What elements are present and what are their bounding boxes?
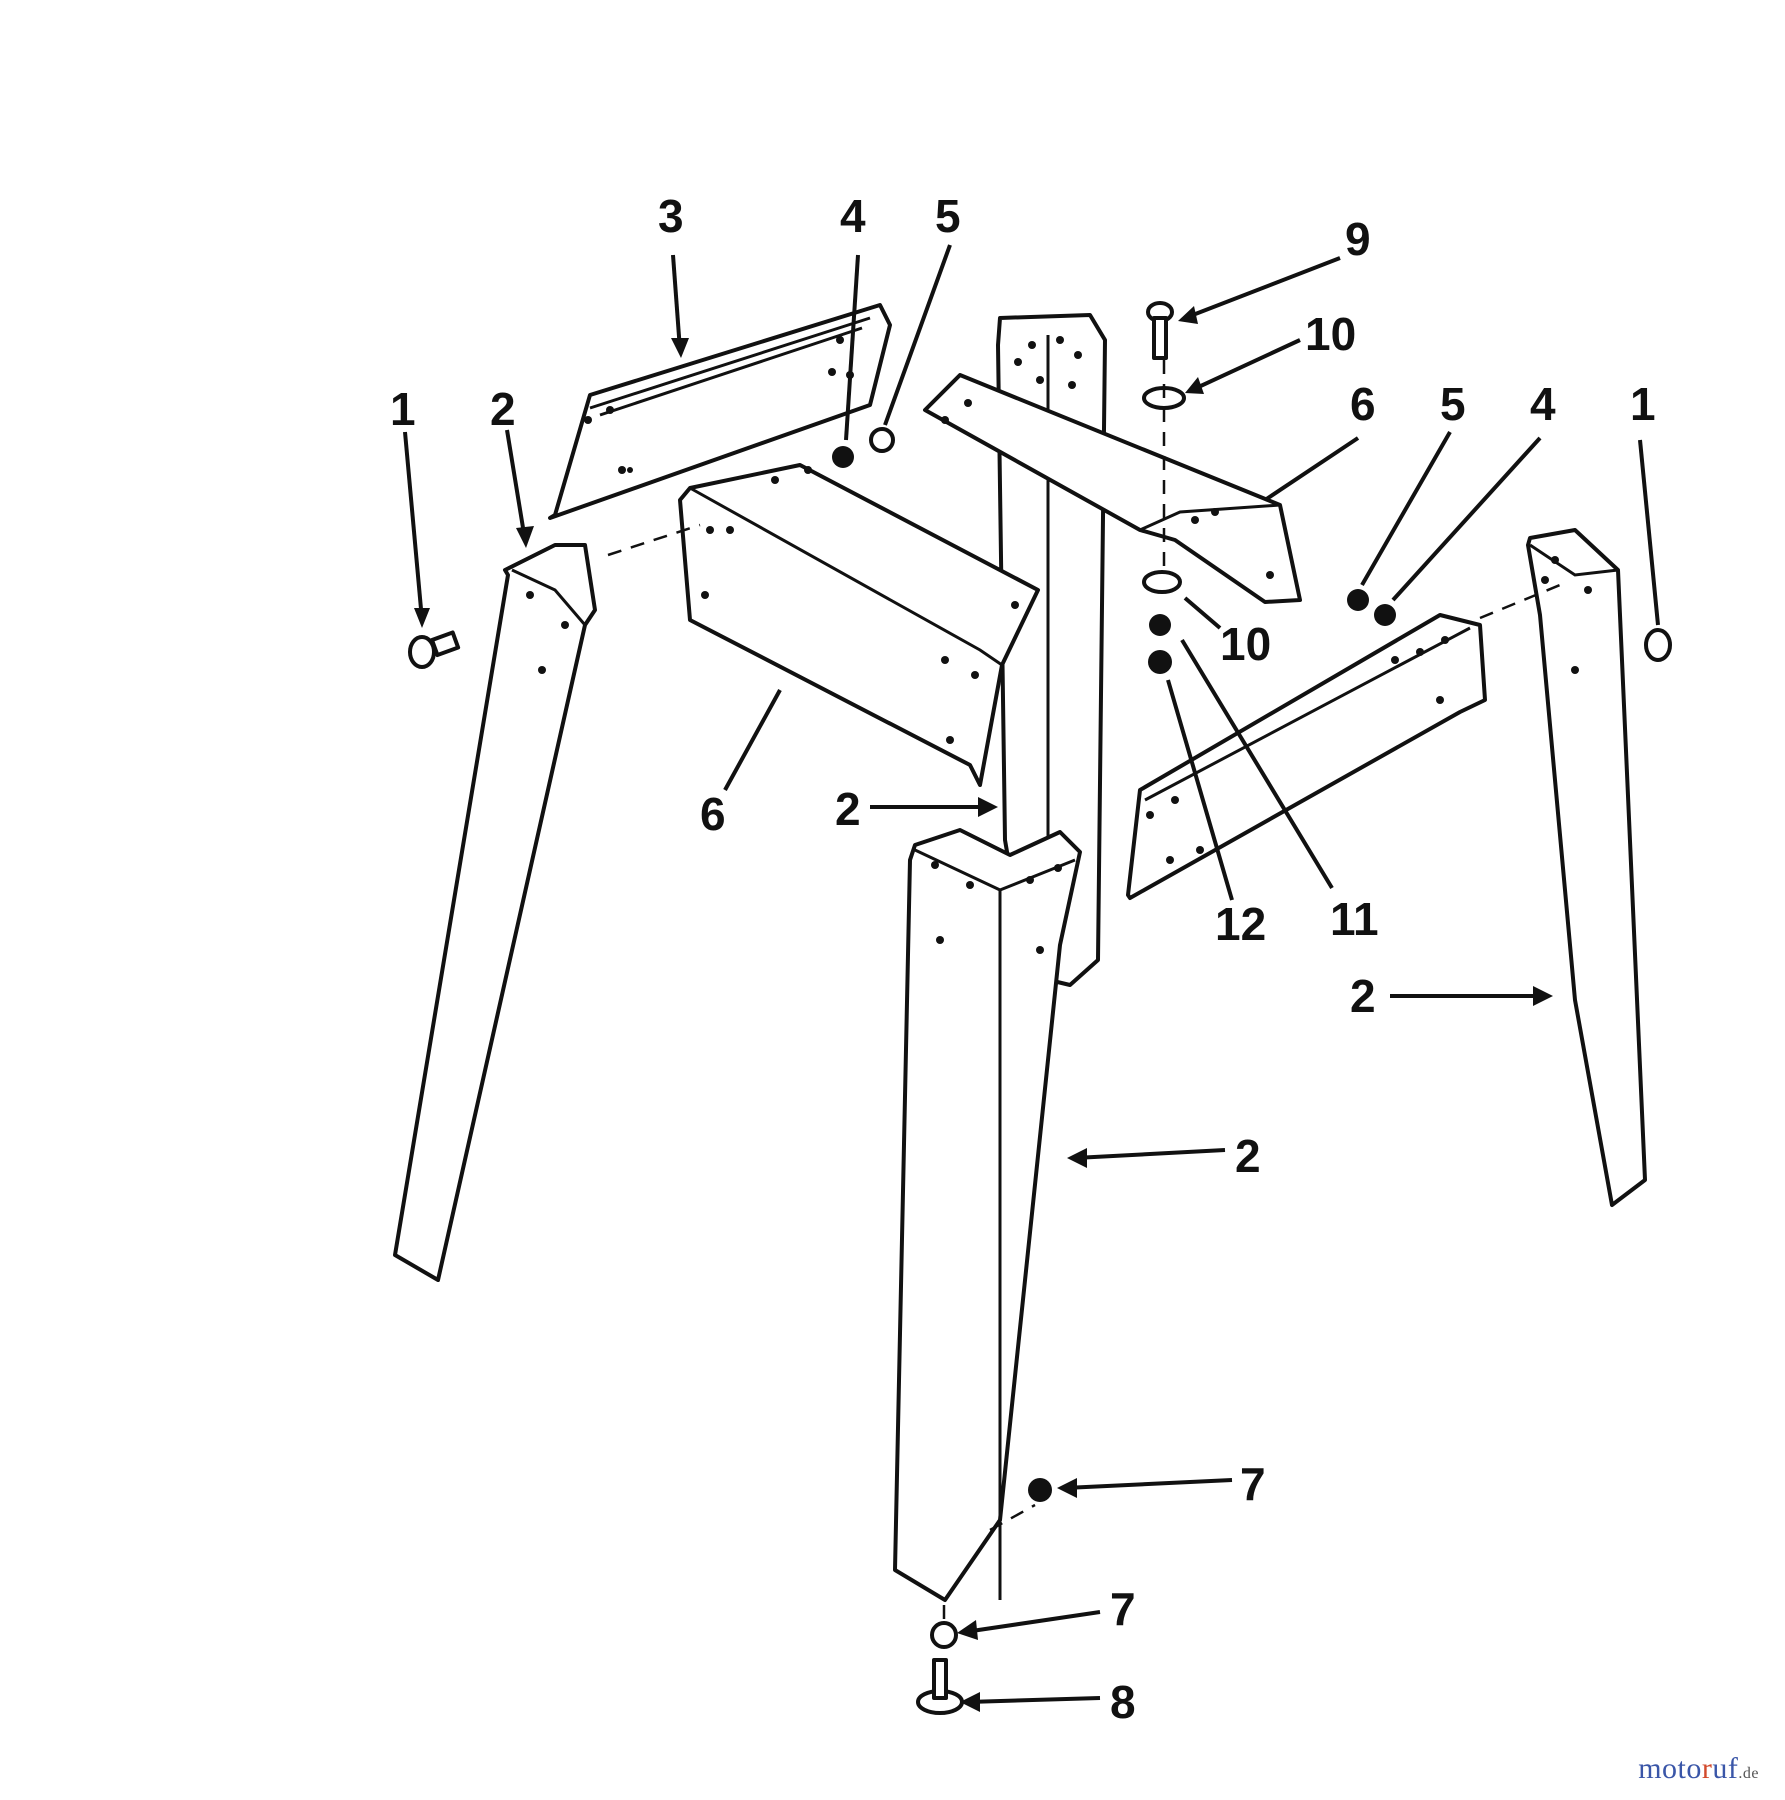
left-bolt [408,630,461,669]
watermark-part-c: uf [1712,1752,1739,1785]
foot-glide-8 [916,1658,964,1715]
mid-washer-10 [1142,570,1182,594]
front-leg [893,828,1082,1602]
right-bolt [1644,628,1672,662]
watermark-logo: motoruf.de [1638,1752,1759,1786]
foot-nut-7-upper [1028,1478,1052,1502]
left-nut-5 [869,427,895,453]
left-nut-4 [832,446,854,468]
lock-washer-11 [1149,614,1171,636]
hardware [408,301,1672,1715]
left-leg [393,543,597,1282]
right-nut-4 [1374,604,1396,626]
callout-12: 12 [1215,898,1266,950]
callout-2-left: 2 [490,383,516,435]
callout-4-right: 4 [1530,378,1556,430]
callout-2-right: 2 [1350,970,1376,1022]
front-left-brace [678,463,1040,787]
leader-lines [403,244,1660,1704]
rear-left-brace [548,303,892,520]
watermark-part-a: moto [1638,1752,1702,1785]
callout-7-lower: 7 [1110,1583,1136,1635]
callout-5-right: 5 [1440,378,1466,430]
top-bolt-9 [1146,301,1174,360]
rear-right-brace [923,373,1302,604]
arrowheads [414,306,1553,1712]
right-nut-5 [1347,589,1369,611]
callouts: 1 2 3 4 5 9 10 6 5 4 1 6 2 10 12 11 2 2 … [390,190,1656,1728]
foot-nut-7-lower [930,1621,958,1649]
callout-6-left: 6 [700,788,726,840]
callout-10-top: 10 [1305,308,1356,360]
right-leg [1526,528,1647,1207]
callout-11: 11 [1330,893,1379,945]
callout-8: 8 [1110,1676,1136,1728]
callout-7-upper: 7 [1240,1458,1266,1510]
front-right-brace [1126,613,1487,900]
watermark-part-b: r [1701,1752,1713,1785]
callout-2-center: 2 [835,783,861,835]
callout-6-right: 6 [1350,378,1376,430]
callout-1-left: 1 [390,383,416,435]
callout-9: 9 [1345,213,1371,265]
callout-10-mid: 10 [1220,618,1271,670]
nut-12 [1148,650,1172,674]
callout-3: 3 [658,190,684,242]
callout-2-front: 2 [1235,1130,1261,1182]
assembly-lines [607,360,1561,1622]
watermark-tld: .de [1738,1765,1759,1782]
callout-4-left: 4 [840,190,866,242]
callout-1-right: 1 [1630,378,1656,430]
callout-5-left: 5 [935,190,961,242]
